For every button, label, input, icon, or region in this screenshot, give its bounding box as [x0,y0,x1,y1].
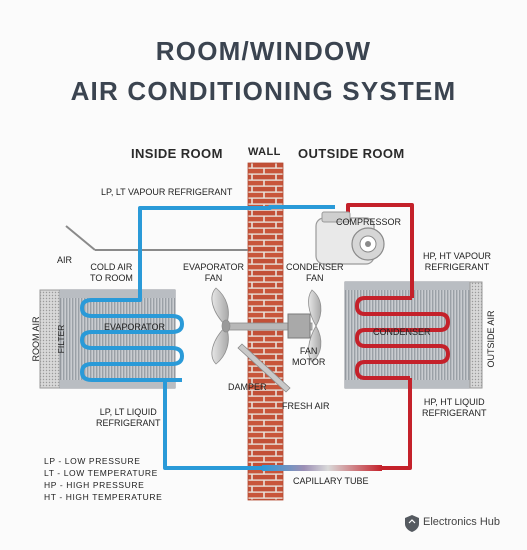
brand-name: Electronics Hub [423,516,501,528]
legend-lp: LP - LOW PRESSURE [44,456,141,466]
legend-lt: LT - LOW TEMPERATURE [44,468,158,478]
brand-logo-icon [405,515,419,532]
lp-vapour-label: LP, LT VAPOUR REFRIGERANT [101,187,233,197]
room-air-label: ROOM AIR [31,316,41,362]
lp-liquid-label: LP, LT LIQUID REFRIGERANT [96,407,161,428]
fan-motor-label: FAN MOTOR [292,346,326,367]
filter-label: FILTER [56,324,66,354]
fan-motor [287,313,311,339]
title-line-2: AIR CONDITIONING SYSTEM [70,76,457,106]
condenser-fan [308,289,322,363]
compressor-label: COMPRESSOR [336,217,402,227]
air-label: AIR [57,255,73,265]
capillary-tube-label: CAPILLARY TUBE [293,476,369,486]
legend-hp: HP - HIGH PRESSURE [44,480,145,490]
evaporator-label: EVAPORATOR [104,322,166,332]
cold-refrigerant-pipe [80,205,335,470]
outside-air-label: OUTSIDE AIR [486,310,496,368]
outside-room-header: OUTSIDE ROOM [298,146,405,161]
brick-wall [247,162,284,501]
capillary-tube [262,465,382,471]
evaporator-fan-label: EVAPORATOR FAN [183,262,245,283]
wall-header: WALL [248,146,281,158]
condenser-fan-label: CONDENSER FAN [286,262,344,283]
title-line-1: ROOM/WINDOW [155,36,372,66]
evaporator-fan [211,287,231,365]
fresh-air-label: FRESH AIR [282,401,330,411]
cold-air-label: COLD AIR TO ROOM [90,262,133,283]
evaporator-coil [39,289,176,389]
legend-ht: HT - HIGH TEMPERATURE [44,492,163,502]
damper-blade [237,343,291,393]
compressor [315,211,385,265]
hp-liquid-label: HP, HT LIQUID REFRIGERANT [422,397,487,418]
air-damper-lines [65,225,248,251]
condenser-label: CONDENSER [373,327,431,337]
damper-label: DAMPER [228,382,267,392]
inside-room-header: INSIDE ROOM [131,146,223,161]
hp-vapour-label: HP, HT VAPOUR REFRIGERANT [423,251,492,272]
